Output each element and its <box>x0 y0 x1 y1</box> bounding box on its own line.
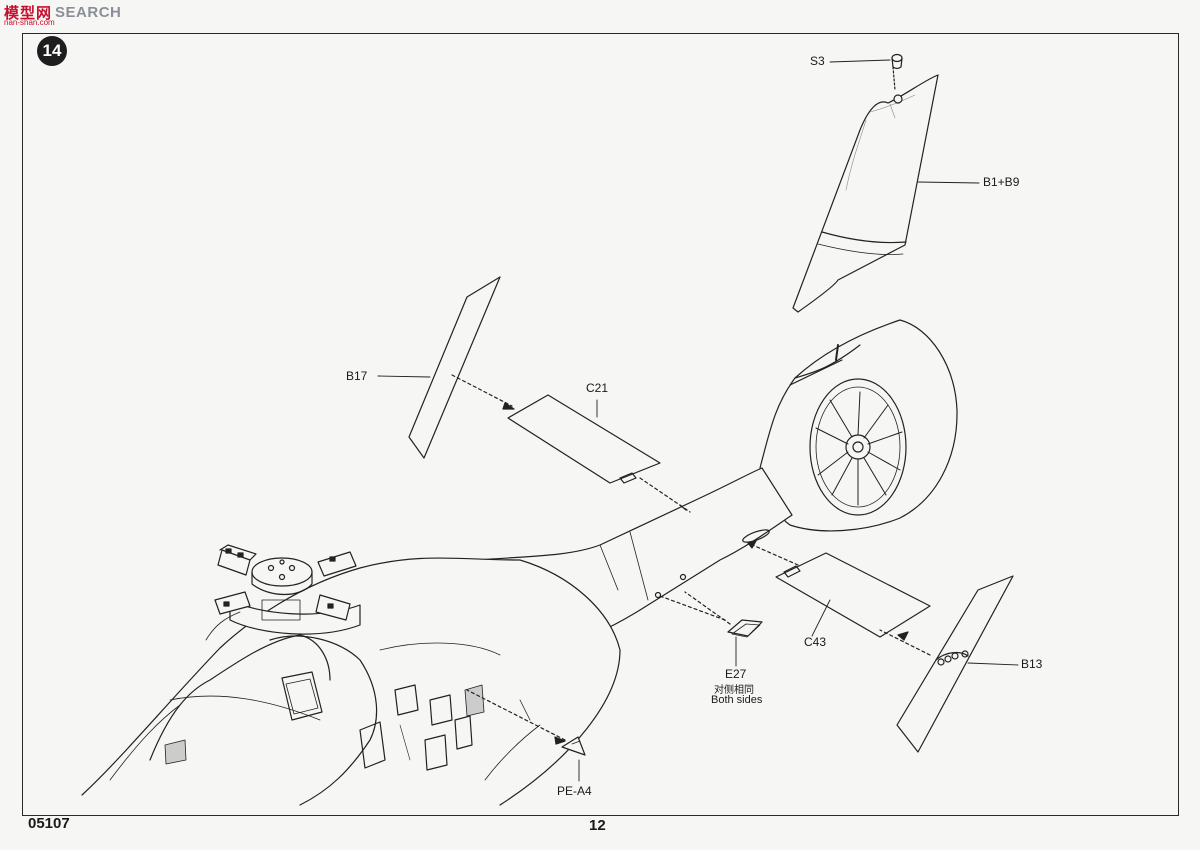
watermark-logo: 模型网 SEARCH <box>4 4 121 30</box>
label-pe-a4: PE-A4 <box>557 784 592 798</box>
product-code: 05107 <box>28 815 70 832</box>
rotor-head <box>205 544 361 641</box>
label-b13: B13 <box>1021 657 1043 671</box>
stabilizer-c21 <box>507 394 691 513</box>
endplate-b13 <box>879 575 1014 753</box>
part-s3 <box>891 53 903 104</box>
part-e27 <box>659 591 763 638</box>
label-s3: S3 <box>810 54 825 68</box>
endplate-b17 <box>408 276 515 459</box>
label-e27-note-en: Both sides <box>711 694 763 706</box>
label-b1-b9: B1+B9 <box>983 175 1020 189</box>
watermark-domain: nan-shan.com <box>4 18 55 27</box>
label-e27: E27 <box>725 667 747 681</box>
stabilizer-c43 <box>747 540 931 638</box>
watermark-en-text: SEARCH <box>55 4 122 21</box>
page-frame <box>22 33 1179 816</box>
watermark-cn-text: 模型网 <box>4 4 53 22</box>
vertical-fin-b1-b9 <box>792 74 939 313</box>
step-number-badge: 14 <box>37 36 67 66</box>
fuselage <box>81 557 621 806</box>
part-pe-a4 <box>466 689 586 756</box>
page-number: 12 <box>589 817 606 834</box>
label-c43: C43 <box>804 635 827 649</box>
label-e27-note-cn: 对侧相同 <box>714 685 754 696</box>
leader-lines <box>377 59 1019 782</box>
fenestron-tail-rotor <box>759 319 958 532</box>
label-c21: C21 <box>586 381 609 395</box>
label-b17: B17 <box>346 369 368 383</box>
